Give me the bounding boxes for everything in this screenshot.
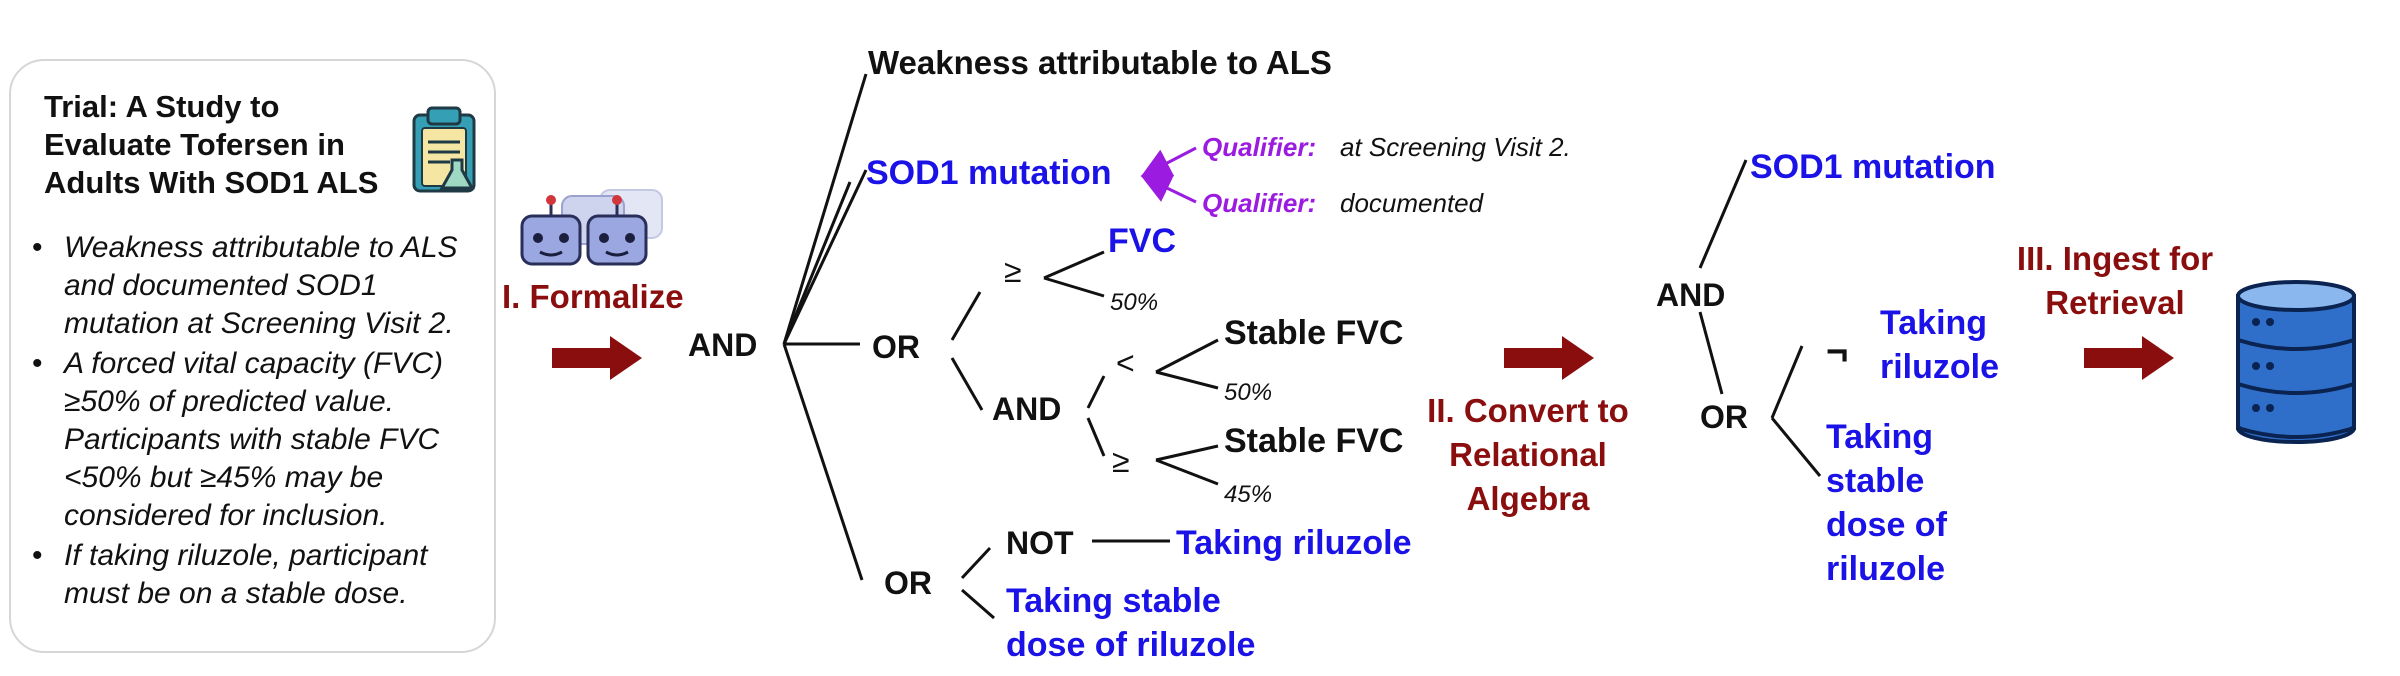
node-stable-dose-line-1: Taking stable	[1006, 582, 1221, 620]
trial-title-line-3: Adults With SOD1 ALS	[44, 165, 378, 200]
trial-title-line-1: Trial: A Study to	[44, 89, 279, 124]
node-stable-dose-line-2: dose of riluzole	[1006, 626, 1255, 664]
value-45-percent: 45%	[1224, 481, 1272, 508]
node-stable-fvc-2: Stable FVC	[1224, 422, 1403, 460]
tree2-stable-line-4: riluzole	[1826, 550, 1945, 588]
bullet-1-line-2: and documented SOD1	[64, 269, 378, 302]
step-ingest-line-1: III. Ingest for	[2017, 240, 2213, 277]
tree1-root-and: AND	[688, 327, 757, 363]
right-arrow-icon	[2084, 336, 2174, 380]
tree2-stable-line-1: Taking	[1826, 418, 1933, 456]
bullet-1-line-1: Weakness attributable to ALS	[64, 231, 458, 264]
step-convert-line-2: Relational	[1449, 436, 1607, 473]
bullet-2-line-1: A forced vital capacity (FVC)	[62, 347, 443, 380]
node-and-2: AND	[992, 391, 1061, 427]
bullet-2-line-3: Participants with stable FVC	[64, 423, 439, 456]
node-taking-riluzole: Taking riluzole	[1176, 524, 1412, 562]
step-convert-line-1: II. Convert to	[1427, 392, 1629, 429]
node-or-1: OR	[872, 329, 920, 365]
op-ge-2: ≥	[1112, 443, 1130, 479]
trial-card: Trial: A Study to Evaluate Tofersen in A…	[9, 59, 496, 653]
bullet-dot: •	[32, 231, 43, 264]
bullet-2-line-5: considered for inclusion.	[64, 499, 388, 532]
robot-group-icon	[520, 189, 663, 266]
step-formalize-label: I. Formalize	[502, 278, 684, 315]
right-arrow-icon	[1504, 336, 1594, 380]
node-fvc: FVC	[1108, 222, 1176, 260]
qualifier-2-value: documented	[1340, 188, 1485, 218]
qualifier-1-value: at Screening Visit 2.	[1340, 132, 1571, 162]
qualifier-arrows	[1140, 146, 1197, 204]
tree2-node-or: OR	[1700, 399, 1748, 435]
tree2-taking-line-2: riluzole	[1880, 348, 1999, 386]
node-weakness: Weakness attributable to ALS	[868, 44, 1332, 81]
bullet-2-line-2: ≥50% of predicted value.	[64, 385, 394, 418]
tree2-node-sod1: SOD1 mutation	[1750, 148, 1996, 186]
node-sod1-mutation: SOD1 mutation	[866, 154, 1112, 192]
tree2-stable-line-2: stable	[1826, 462, 1924, 500]
node-stable-fvc-1: Stable FVC	[1224, 314, 1403, 352]
op-lt: <	[1116, 345, 1135, 381]
bullet-1-line-3: mutation at Screening Visit 2.	[64, 307, 454, 340]
qualifier-2-label: Qualifier:	[1202, 188, 1316, 218]
step-convert-line-3: Algebra	[1467, 480, 1591, 517]
tree2-stable-line-3: dose of	[1826, 506, 1948, 544]
bullet-2-line-4: <50% but ≥45% may be	[64, 461, 383, 494]
value-50-percent-a: 50%	[1110, 289, 1158, 316]
bullet-3-line-1: If taking riluzole, participant	[64, 539, 429, 572]
node-not: NOT	[1006, 525, 1074, 561]
bullet-3-line-2: must be on a stable dose.	[64, 577, 408, 610]
tree2-op-neg: ¬	[1826, 331, 1848, 373]
database-icon	[2236, 280, 2356, 444]
qualifier-1-label: Qualifier:	[1202, 132, 1316, 162]
right-arrow-icon	[552, 336, 642, 380]
relational-tree	[1698, 159, 1822, 477]
tree2-root-and: AND	[1656, 277, 1725, 313]
clipboard-flask-icon	[412, 106, 476, 193]
tree2-taking-line-1: Taking	[1880, 304, 1987, 342]
node-or-2: OR	[884, 565, 932, 601]
bullet-dot: •	[32, 539, 43, 572]
trial-title-line-2: Evaluate Tofersen in	[44, 127, 345, 162]
value-50-percent-b: 50%	[1224, 379, 1272, 406]
step-ingest-line-2: Retrieval	[2045, 284, 2184, 321]
criteria-tree	[782, 73, 1219, 620]
op-ge-1: ≥	[1004, 253, 1022, 289]
bullet-dot: •	[32, 347, 43, 380]
